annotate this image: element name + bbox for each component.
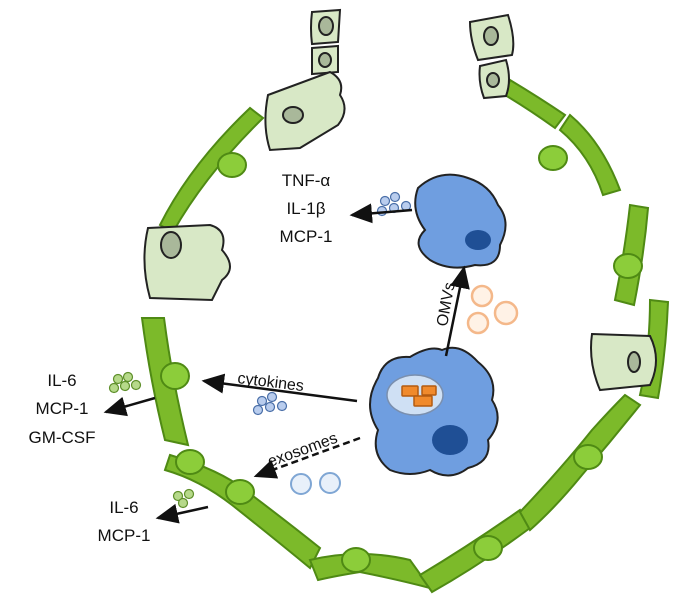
macrophage-top (414, 173, 507, 269)
exosome-cluster (290, 472, 341, 495)
epithelial-nuclei (160, 16, 641, 373)
label-gm-csf: GM-CSF (28, 428, 95, 447)
label-cytokines: cytokines (237, 370, 305, 395)
label-omvs: OMVs (434, 281, 458, 328)
macrophage-infected (369, 346, 499, 477)
label-mcp-1-bottom: MCP-1 (98, 526, 151, 545)
epithelial-cells (143, 8, 657, 392)
cytokine-cluster-bottom (172, 488, 195, 509)
label-il-6-bottom: IL-6 (109, 498, 138, 517)
label-mcp-1-top: MCP-1 (280, 227, 333, 246)
label-mcp-1-left: MCP-1 (36, 399, 89, 418)
omv-cluster (466, 284, 519, 335)
endothelial-nuclei (160, 145, 643, 573)
label-il-6-left: IL-6 (47, 371, 76, 390)
label-il-1beta: IL-1β (286, 199, 325, 218)
cytokine-cluster-middle (252, 391, 288, 416)
arrows (103, 203, 470, 524)
label-tnf-alpha: TNF-α (282, 171, 331, 190)
cytokine-cluster-left (108, 371, 142, 394)
